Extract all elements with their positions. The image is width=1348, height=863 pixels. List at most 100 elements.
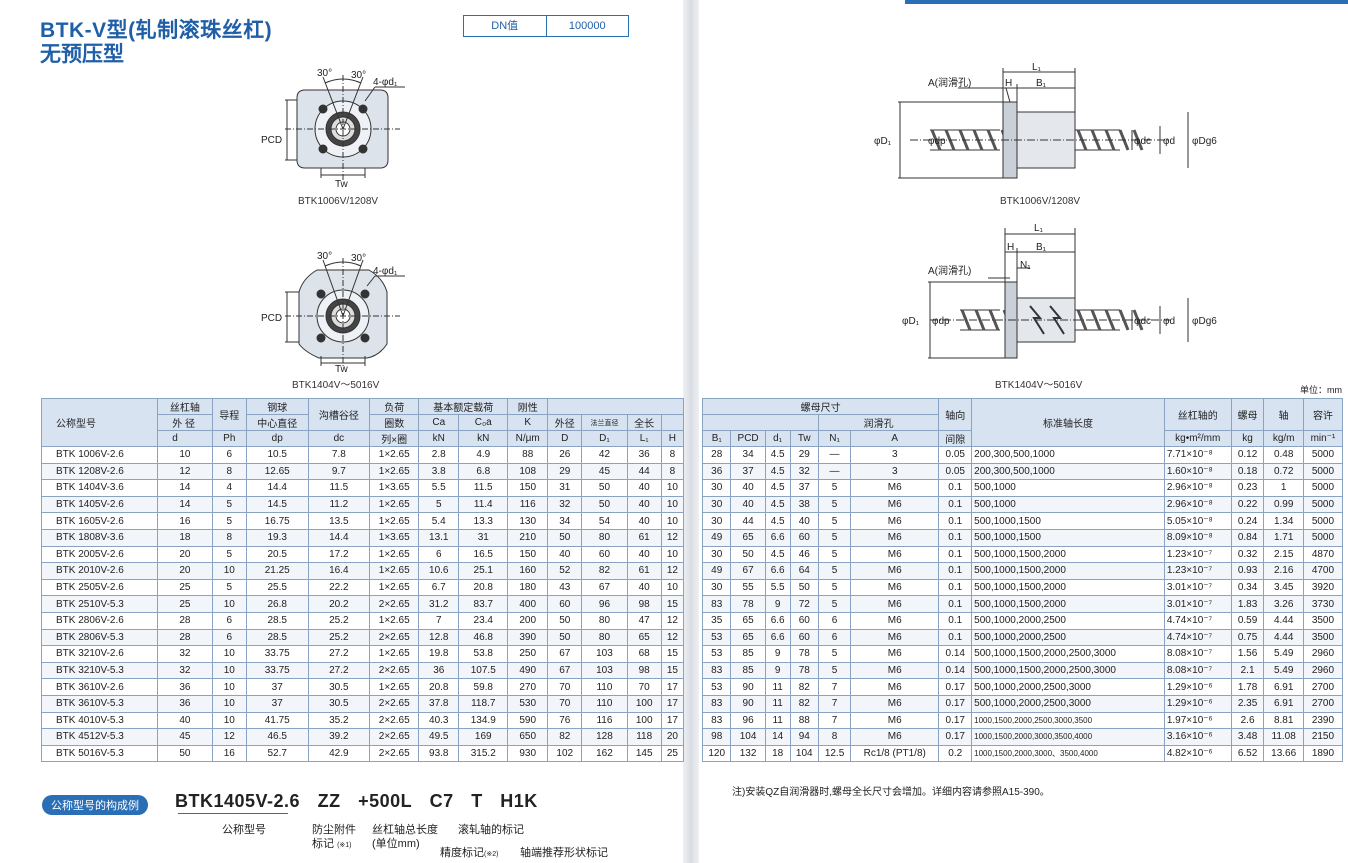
table-cell: 88	[789, 711, 820, 730]
table-cell: 1	[1263, 479, 1304, 497]
table-cell: 1×2.65	[369, 446, 420, 464]
tw-label: Tw	[335, 179, 349, 190]
table-cell: 36	[157, 678, 213, 696]
table-cell: 6.91	[1263, 694, 1304, 713]
table-cell: 6.7	[418, 578, 460, 597]
table-cell: 36	[701, 462, 732, 481]
table-cell: 25.2	[307, 611, 371, 630]
table-cell: 0.22	[1230, 495, 1265, 514]
table-cell: 500,1000,1500,2000	[971, 578, 1165, 597]
table-cell: 4.5	[764, 479, 791, 497]
table-cell: 49.5	[418, 728, 460, 746]
table-cell: 3	[850, 462, 940, 481]
table-cell: 44	[626, 462, 662, 481]
table-cell: 5000	[1302, 462, 1344, 481]
table-cell: 4.44	[1263, 628, 1304, 647]
table-cell: 83	[701, 661, 732, 680]
code-end: H1K	[500, 791, 538, 811]
table-cell: 60	[789, 628, 820, 647]
table-cell: 50	[581, 495, 628, 514]
table-cell: 54	[581, 512, 628, 530]
table-cell: 40	[626, 512, 662, 530]
front-view-drawing-2: 30° 30° 4-φd₁ PCD Tw	[261, 251, 405, 373]
table-cell: 4.5	[764, 495, 791, 514]
table-cell: 2.16	[1263, 562, 1304, 580]
table-cell: 90	[730, 678, 766, 696]
table-cell: 30.5	[307, 694, 371, 713]
table-cell: 67	[730, 562, 766, 580]
table-cell: 40	[626, 578, 662, 597]
table-cell: 27.2	[307, 645, 371, 663]
table-cell: 14.5	[245, 495, 309, 514]
spec-table-right: 螺母尺寸 轴向 标准轴长度 丝杠轴的 螺母 轴 容许 润滑孔 B₁ PCD d₁…	[701, 398, 1344, 763]
table-cell: 64	[789, 562, 820, 580]
svg-text:φdp: φdp	[932, 316, 950, 327]
table-cell: 49	[701, 528, 732, 547]
table-cell: 169	[458, 728, 509, 746]
table-cell: 103	[581, 645, 628, 663]
table-cell: 67	[581, 578, 628, 597]
table-cell: 12.8	[418, 628, 460, 647]
label-model: 公称型号	[222, 824, 266, 836]
table-cell: 0.72	[1263, 462, 1304, 481]
table-cell: 1000,1500,2000,3000、3500,4000	[971, 744, 1165, 763]
table-cell: 53	[701, 628, 732, 647]
table-cell: M6	[850, 495, 940, 514]
table-cell: 5000	[1302, 479, 1344, 497]
table-cell: 0.18	[1230, 462, 1265, 481]
table-cell: 31	[458, 528, 509, 547]
table-cell: 0.12	[1230, 446, 1265, 464]
table-cell: 21.25	[245, 562, 309, 580]
table-cell: 5.49	[1263, 661, 1304, 680]
table-cell: 28	[157, 611, 213, 630]
table-cell: 0.05	[938, 462, 973, 481]
table-cell: 14	[157, 479, 213, 497]
table-cell: 4.5	[764, 545, 791, 564]
table-cell: 500,1000	[971, 495, 1165, 514]
table-cell: 12	[660, 562, 685, 580]
table-cell: 1×3.65	[369, 479, 420, 497]
table-cell: 14	[157, 495, 213, 514]
table-cell: 3.26	[1263, 595, 1304, 613]
svg-text:φdc: φdc	[1134, 136, 1151, 147]
table-cell: 2390	[1302, 711, 1344, 730]
table-cell: 20.2	[307, 595, 371, 613]
table-cell: BTK 2806V-5.3	[40, 628, 159, 647]
table-cell: 390	[507, 628, 549, 647]
table-cell: M6	[850, 678, 940, 696]
table-cell: 72	[789, 595, 820, 613]
table-cell: 116	[581, 711, 628, 730]
table-cell: 6	[211, 611, 247, 630]
table-cell: 500,1000,1500,2000	[971, 562, 1165, 580]
table-cell: 6.6	[764, 611, 791, 630]
footnote: 注)安装QZ自润滑器时,螺母全长尺寸会增加。详细内容请参照A15-390。	[732, 787, 1050, 798]
table-cell: 11	[764, 694, 791, 713]
table-cell: 70	[626, 678, 662, 696]
table-cell: 85	[730, 645, 766, 663]
table-cell: 2700	[1302, 678, 1344, 696]
label-accuracy: 精度标记(※2)	[440, 847, 499, 859]
hole-label: 4-φd₁	[373, 77, 398, 88]
table-cell: 2700	[1302, 694, 1344, 713]
table-cell: 0.14	[938, 661, 973, 680]
table-cell: 1×3.65	[369, 528, 420, 547]
table-cell: 15	[660, 595, 685, 613]
table-cell: 10	[211, 562, 247, 580]
table-cell: 11.4	[458, 495, 509, 514]
table-cell: 19.3	[245, 528, 309, 547]
table-cell: 210	[507, 528, 549, 547]
table-cell: 1.23×10⁻⁷	[1163, 545, 1232, 564]
svg-text:φdp: φdp	[928, 136, 946, 147]
svg-text:Tw: Tw	[335, 364, 349, 373]
table-cell: 530	[507, 694, 549, 713]
table-cell: 20.5	[245, 545, 309, 564]
side-view-drawing-1: L₁ B₁ H A(润滑孔) φD₁ φdp φdc φd φDg6	[874, 62, 1217, 179]
svg-text:φd: φd	[1163, 316, 1175, 327]
table-cell: 3.16×10⁻⁶	[1163, 728, 1232, 746]
table-cell: 98	[626, 595, 662, 613]
spec-table-left: 公称型号 丝杠轴 导程 钢球 沟槽谷径 负荷 基本额定载荷 刚性 外 径 中心直…	[40, 398, 685, 763]
